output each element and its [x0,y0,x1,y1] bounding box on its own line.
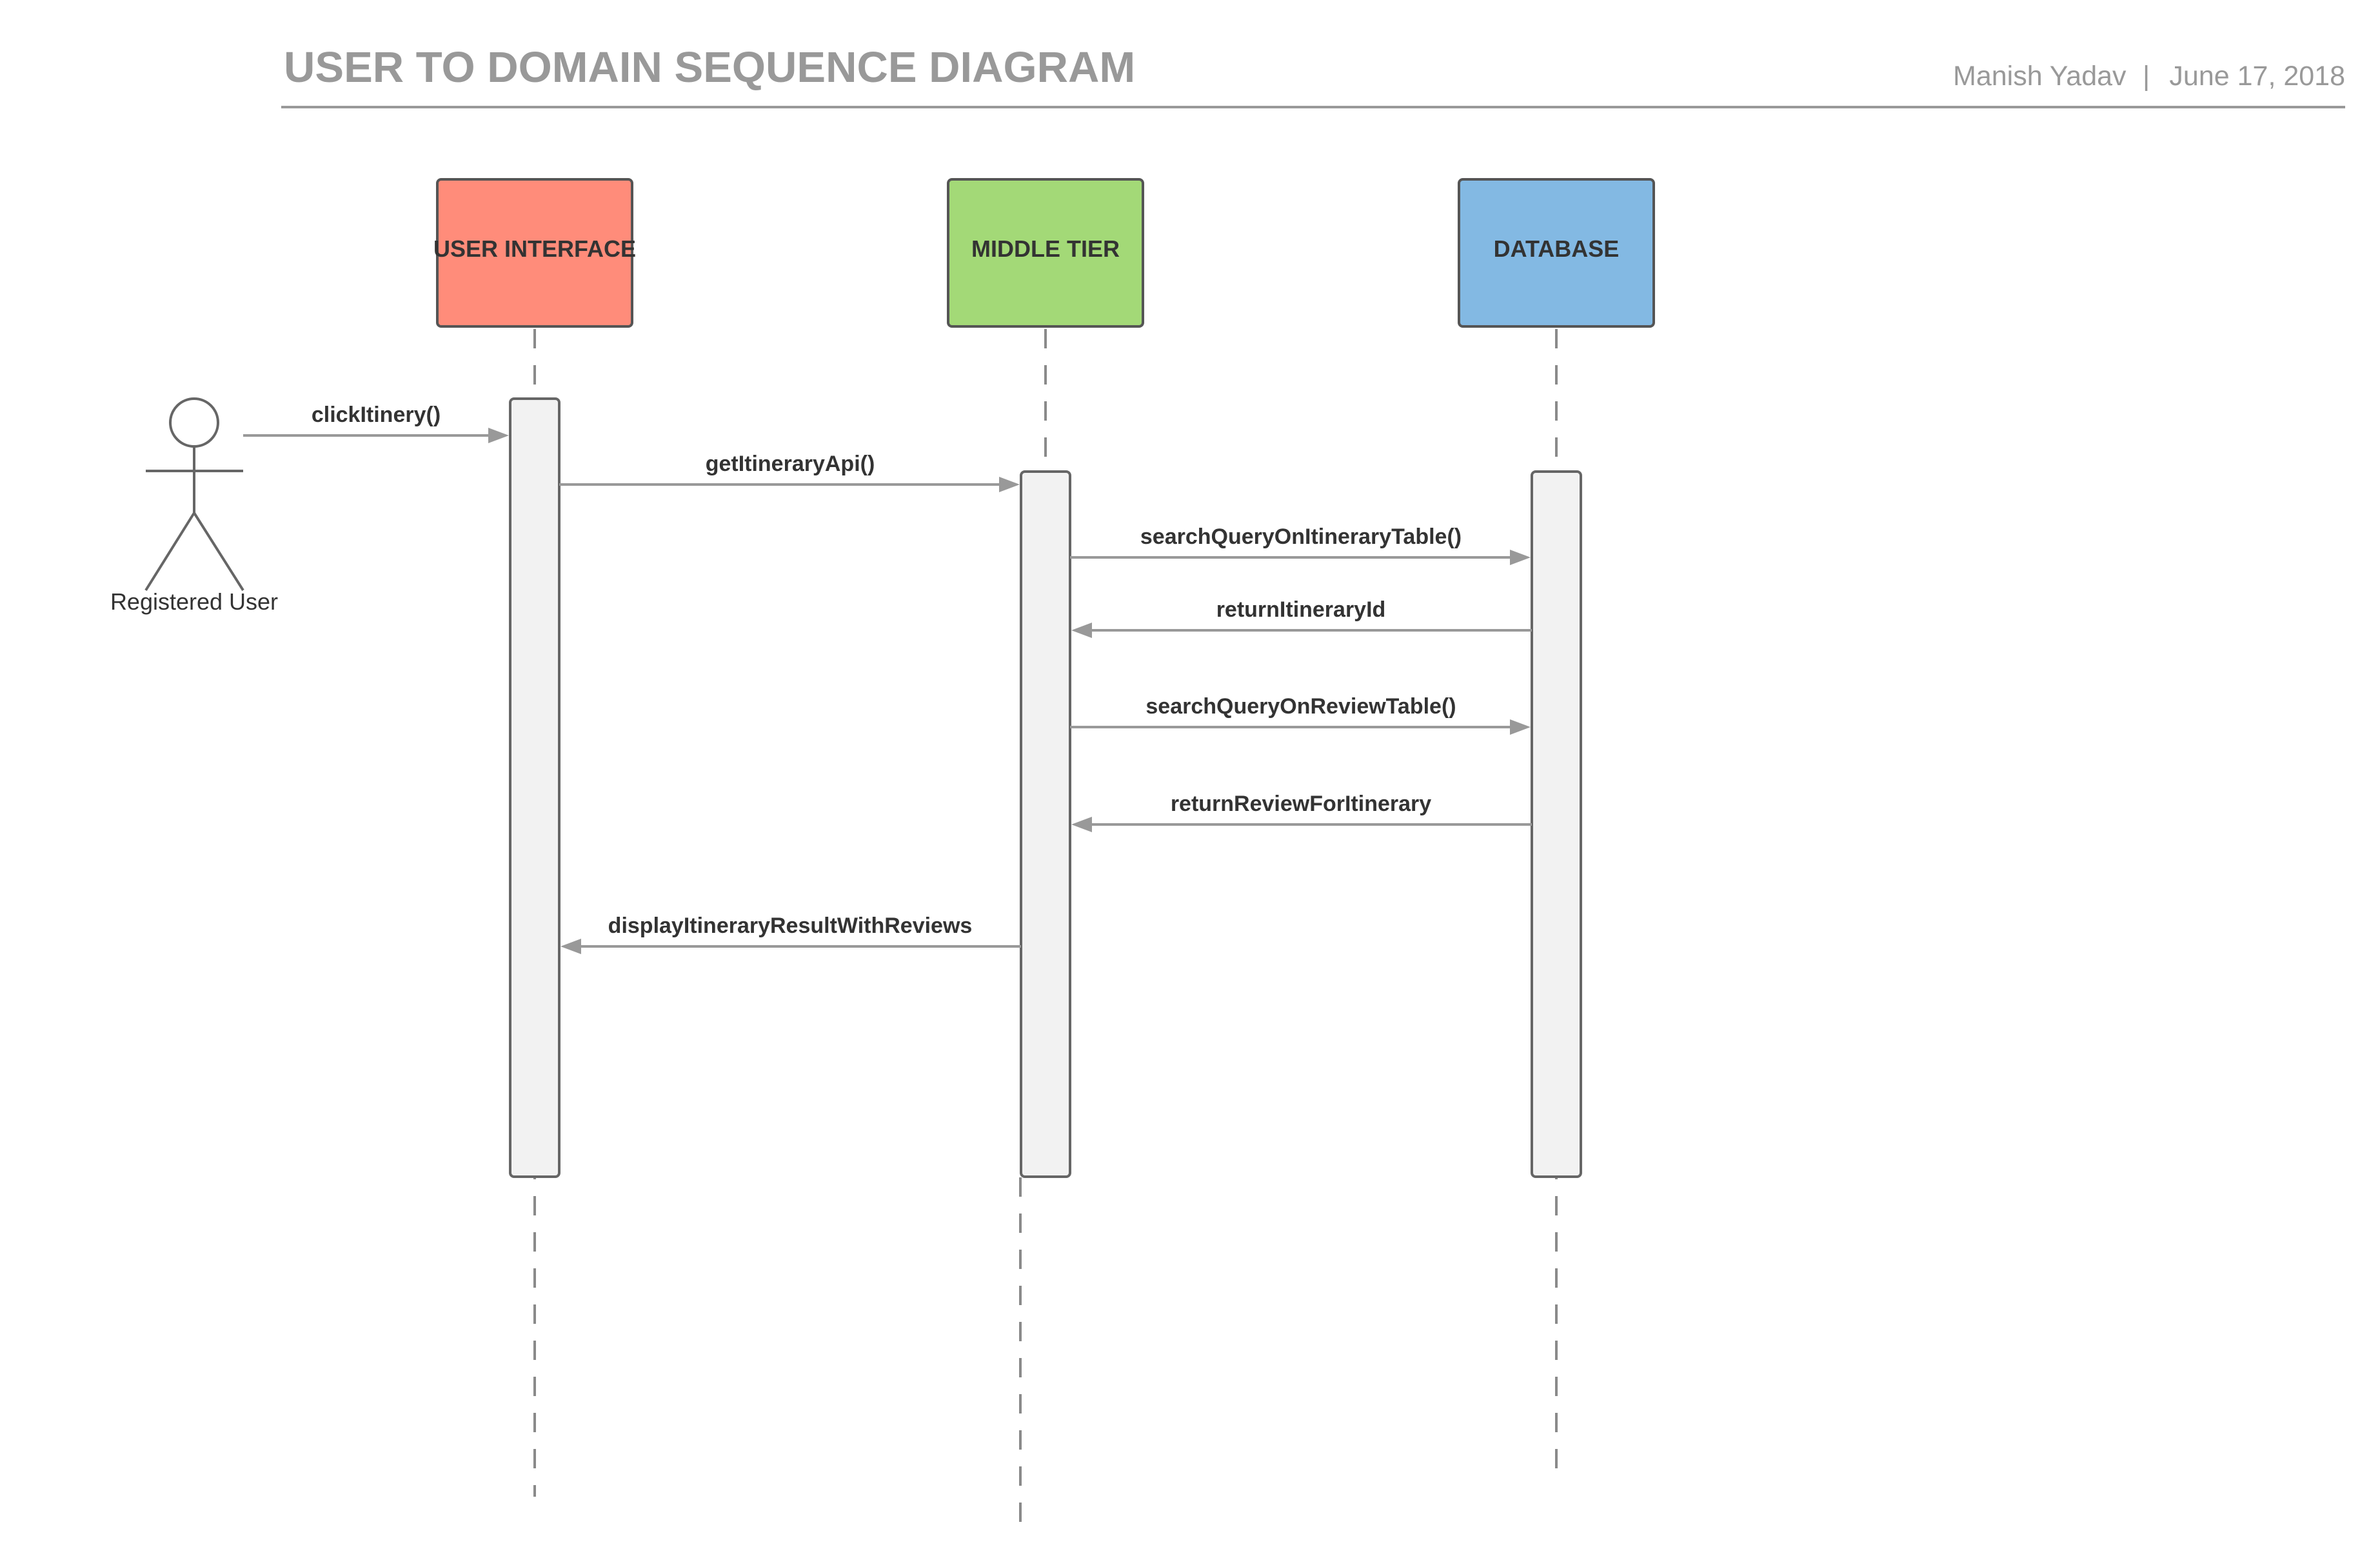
arrowhead-icon [1071,817,1092,832]
header: USER TO DOMAIN SEQUENCE DIAGRAM Manish Y… [281,43,2345,108]
participant-box [1458,178,1655,328]
activation-middle-tier [1020,470,1071,1178]
message-label: returnReviewForItinerary [1171,792,1431,816]
message-search-itinerary-table: searchQueryOnItineraryTable() [1070,524,1531,565]
arrowhead-icon [560,939,581,954]
participant-box [436,178,633,328]
message-label: getItineraryApi() [706,452,875,476]
participant-label: DATABASE [1494,235,1620,262]
activation-database [1531,470,1582,1178]
arrowhead-icon [1510,550,1531,565]
message-label: searchQueryOnReviewTable() [1145,694,1456,719]
arrowhead-icon [1510,719,1531,735]
message-label: searchQueryOnItineraryTable() [1140,524,1462,549]
participant-database: DATABASE [1458,178,1655,328]
arrowhead-icon [488,428,509,443]
message-label: returnItineraryId [1216,597,1386,622]
participant-label: MIDDLE TIER [971,235,1120,262]
participant-user-interface: USER INTERFACE [433,178,636,328]
message-display-itinerary-result: displayItineraryResultWithReviews [560,914,1021,954]
message-search-review-table: searchQueryOnReviewTable() [1070,694,1531,735]
header-separator: | [2143,61,2150,92]
activation-user-interface [509,397,560,1178]
message-label: clickItinery() [312,403,441,427]
actor-label: Registered User [110,588,278,615]
message-get-itinerary-api: getItineraryApi() [559,452,1020,492]
participant-label: USER INTERFACE [433,235,636,262]
participant-box [947,178,1144,328]
message-return-review-for-itinerary: returnReviewForItinerary [1071,792,1532,832]
actor-registered-user: Registered User [110,397,278,615]
author-name: Manish Yadav [1953,61,2127,92]
stick-figure-icon [144,397,244,592]
diagram-date: June 17, 2018 [2169,61,2345,92]
arrowhead-icon [999,477,1020,492]
arrowhead-icon [1071,623,1092,638]
message-return-itinerary-id: returnItineraryId [1071,597,1532,638]
diagram-title: USER TO DOMAIN SEQUENCE DIAGRAM [284,43,1135,92]
message-label: displayItineraryResultWithReviews [608,914,973,938]
participant-middle-tier: MIDDLE TIER [947,178,1144,328]
message-click-itinery: clickItinery() [243,403,509,443]
